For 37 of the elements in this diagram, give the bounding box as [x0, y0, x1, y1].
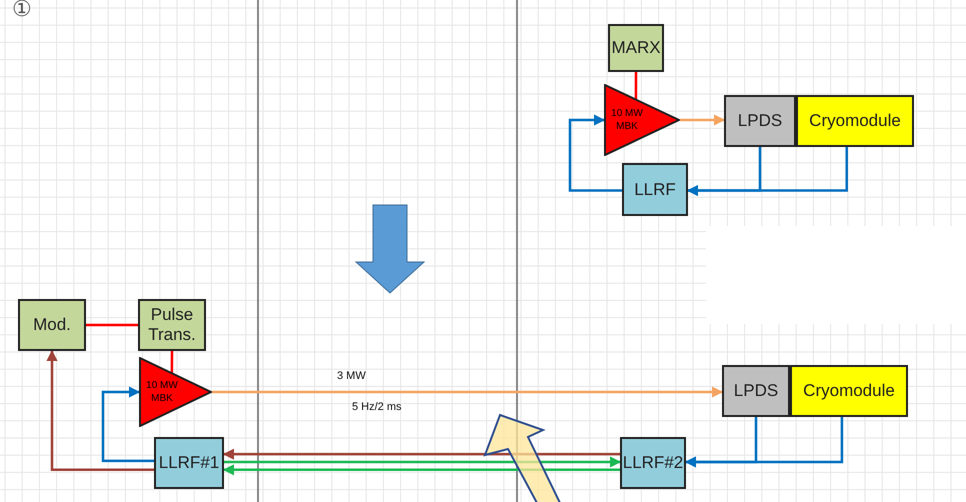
block-label: Cryomodule [809, 111, 901, 131]
block-label: LLRF#2 [622, 453, 684, 473]
connector-arrow [212, 386, 724, 398]
circled-number: ① [12, 0, 32, 22]
edge-label: 3 MW [337, 370, 366, 382]
connector-arrow [684, 417, 844, 468]
block-label: MARX [611, 38, 661, 58]
block [796, 95, 914, 147]
connector-arrow [680, 114, 726, 126]
connector-arrow [568, 114, 622, 192]
block [622, 163, 688, 216]
block-label: Pulse Trans. [147, 305, 197, 345]
block [138, 299, 206, 351]
block-label: Cryomodule [803, 381, 895, 401]
block-label: LPDS [734, 381, 778, 401]
block [722, 365, 790, 417]
connector-arrow [686, 147, 848, 196]
block-label: LPDS [738, 111, 782, 131]
connector-arrow [46, 350, 154, 471]
edge-note: 5 Hz/2 ms [352, 401, 402, 413]
block [620, 437, 686, 489]
block-label: Mod. [33, 315, 71, 335]
connector-arrow [102, 386, 154, 462]
block-label: 10 MW MBK [610, 107, 644, 133]
block [608, 24, 664, 72]
block-label: 10 MW MBK [145, 379, 179, 405]
block [18, 299, 86, 351]
connector-arrow [224, 456, 622, 468]
block [724, 95, 796, 147]
block [154, 437, 224, 489]
block-label: LLRF [634, 180, 676, 200]
connector-arrow [222, 464, 620, 476]
block [790, 365, 908, 417]
amplifier-triangle [604, 84, 680, 156]
connector-arrow [222, 448, 620, 460]
block-label: LLRF#1 [158, 453, 220, 473]
amplifier-triangle [139, 357, 212, 427]
